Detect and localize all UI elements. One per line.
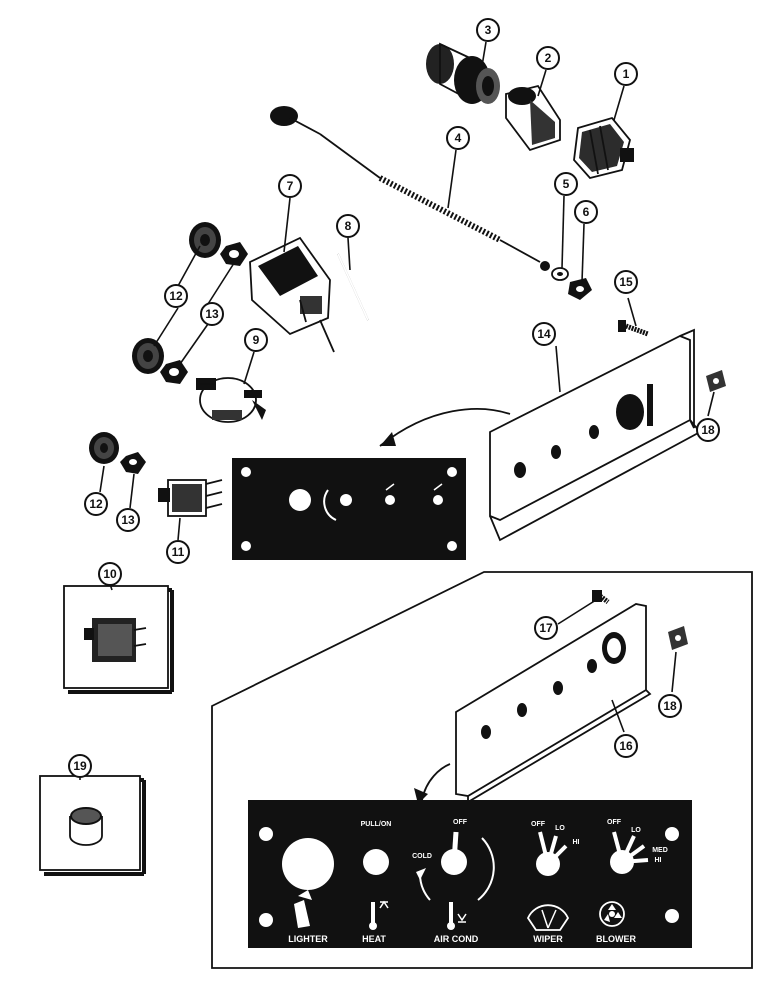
main-control-panel: PULL/ON OFF COLD OFF LO HI OFF LO MED HI…	[248, 800, 692, 948]
part-knob-12-lower	[89, 432, 119, 464]
svg-text:8: 8	[345, 219, 352, 233]
svg-text:12: 12	[89, 497, 103, 511]
svg-text:18: 18	[663, 699, 677, 713]
svg-text:5: 5	[563, 177, 570, 191]
air-cond-label: AIR COND	[434, 934, 479, 944]
svg-text:9: 9	[253, 333, 260, 347]
svg-text:7: 7	[287, 179, 294, 193]
part-nut-13-middle	[160, 360, 188, 384]
callout-2: 2	[536, 46, 560, 70]
svg-text:17: 17	[539, 621, 553, 635]
blower-lo-label: LO	[631, 827, 641, 834]
callout-18-lower: 18	[658, 694, 682, 718]
part-screw-17	[592, 590, 610, 604]
svg-text:19: 19	[73, 759, 87, 773]
callout-16: 16	[614, 734, 638, 758]
svg-text:6: 6	[583, 205, 590, 219]
callout-13-upper: 13	[200, 302, 224, 326]
callout-18-upper: 18	[696, 418, 720, 442]
blower-med-label: MED	[652, 847, 668, 854]
svg-text:18: 18	[701, 423, 715, 437]
blower-off-label: OFF	[607, 819, 622, 826]
svg-text:10: 10	[103, 567, 117, 581]
part-heat-switch	[249, 236, 335, 353]
part-lighter-element	[573, 116, 634, 180]
callout-15: 15	[614, 270, 638, 294]
callout-12-lower: 12	[84, 492, 108, 516]
part-knob-12-upper	[189, 222, 221, 258]
callout-8: 8	[336, 214, 360, 238]
svg-text:12: 12	[169, 289, 183, 303]
blower-hi-label: HI	[655, 857, 662, 864]
svg-text:4: 4	[455, 131, 462, 145]
callout-7: 7	[278, 174, 302, 198]
thermometer-cold-icon	[447, 902, 467, 930]
part-clip-18-lower	[668, 626, 688, 650]
callout-12-upper: 12	[164, 284, 188, 308]
part-lighter-sleeve	[505, 84, 561, 152]
blower-label: BLOWER	[596, 934, 636, 944]
svg-text:16: 16	[619, 739, 633, 753]
part-nut-13-upper	[220, 242, 248, 266]
callout-13-lower: 13	[116, 508, 140, 532]
part-nut-6	[568, 278, 592, 300]
callout-10: 10	[98, 562, 122, 586]
callout-17: 17	[534, 616, 558, 640]
part-wiper-switch	[196, 377, 266, 423]
part-washer-5	[551, 267, 569, 281]
heat-off-label: OFF	[453, 819, 468, 826]
thermometer-heat-icon	[369, 900, 389, 930]
svg-text:14: 14	[537, 327, 551, 341]
part-mounting-bracket-14	[489, 328, 702, 542]
wiper-lo-label: LO	[555, 825, 565, 832]
wiper-off-label: OFF	[531, 821, 546, 828]
lighter-icon	[294, 890, 312, 928]
part-screw-15	[618, 320, 649, 337]
windshield-wiper-icon	[526, 904, 570, 931]
blower-fan-icon	[599, 901, 625, 927]
lighter-socket-hole	[282, 838, 334, 890]
callout-6: 6	[574, 200, 598, 224]
part-control-cable	[270, 106, 550, 271]
svg-text:1: 1	[623, 67, 630, 81]
svg-text:13: 13	[121, 513, 135, 527]
part-blower-switch	[158, 479, 223, 517]
callout-3: 3	[476, 18, 500, 42]
part-knob-12-middle	[132, 338, 164, 374]
callout-14: 14	[532, 322, 556, 346]
part-pin	[337, 253, 369, 321]
callout-4: 4	[446, 126, 470, 150]
wiper-label: WIPER	[533, 934, 563, 944]
callout-1: 1	[614, 62, 638, 86]
callout-5: 5	[554, 172, 578, 196]
part-nut-13-lower	[120, 452, 146, 474]
part-lighter-plug	[426, 42, 500, 104]
callout-11: 11	[166, 540, 190, 564]
svg-text:2: 2	[545, 51, 552, 65]
part-mounting-plate-16	[455, 603, 652, 804]
cold-label: COLD	[412, 853, 432, 860]
part-10-frame	[63, 585, 174, 694]
heat-pull-hole	[363, 849, 389, 875]
callout-19: 19	[68, 754, 92, 778]
upper-control-panel	[232, 458, 466, 560]
svg-text:13: 13	[205, 307, 219, 321]
svg-text:11: 11	[172, 545, 185, 559]
part-19-frame	[39, 775, 146, 876]
lower-assembly-frame	[211, 571, 753, 969]
svg-text:15: 15	[619, 275, 633, 289]
wiper-hi-label: HI	[573, 839, 580, 846]
lighter-label: LIGHTER	[288, 934, 328, 944]
pull-on-label: PULL/ON	[361, 821, 392, 828]
heat-label: HEAT	[362, 934, 386, 944]
callout-9: 9	[244, 328, 268, 352]
svg-text:3: 3	[485, 23, 492, 37]
part-clip-18-upper	[706, 370, 726, 392]
